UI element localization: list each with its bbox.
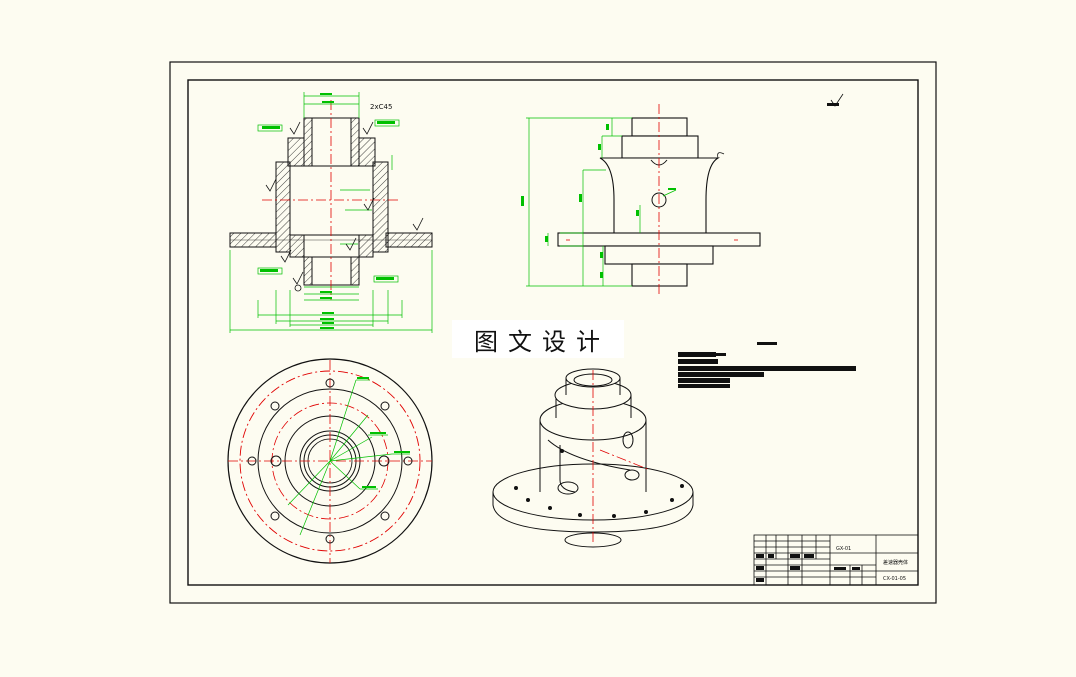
technical-notes xyxy=(678,342,856,388)
drawing-number: CX-01-05 xyxy=(883,576,906,582)
outer-border xyxy=(169,61,937,604)
chamfer-label: 2xC45 xyxy=(370,103,392,111)
isometric-view xyxy=(492,368,694,548)
inner-border xyxy=(187,79,919,586)
watermark-label: 图文设计 xyxy=(452,320,624,358)
front-view xyxy=(521,104,761,296)
part-name: 差速器壳体 xyxy=(883,559,908,566)
section-view: 2xC45 xyxy=(229,92,433,333)
roughness-note xyxy=(827,93,844,107)
title-block: GX-01 差速器壳体 CX-01-05 xyxy=(753,534,919,586)
top-view xyxy=(227,358,433,564)
drawing-code: GX-01 xyxy=(836,546,851,552)
